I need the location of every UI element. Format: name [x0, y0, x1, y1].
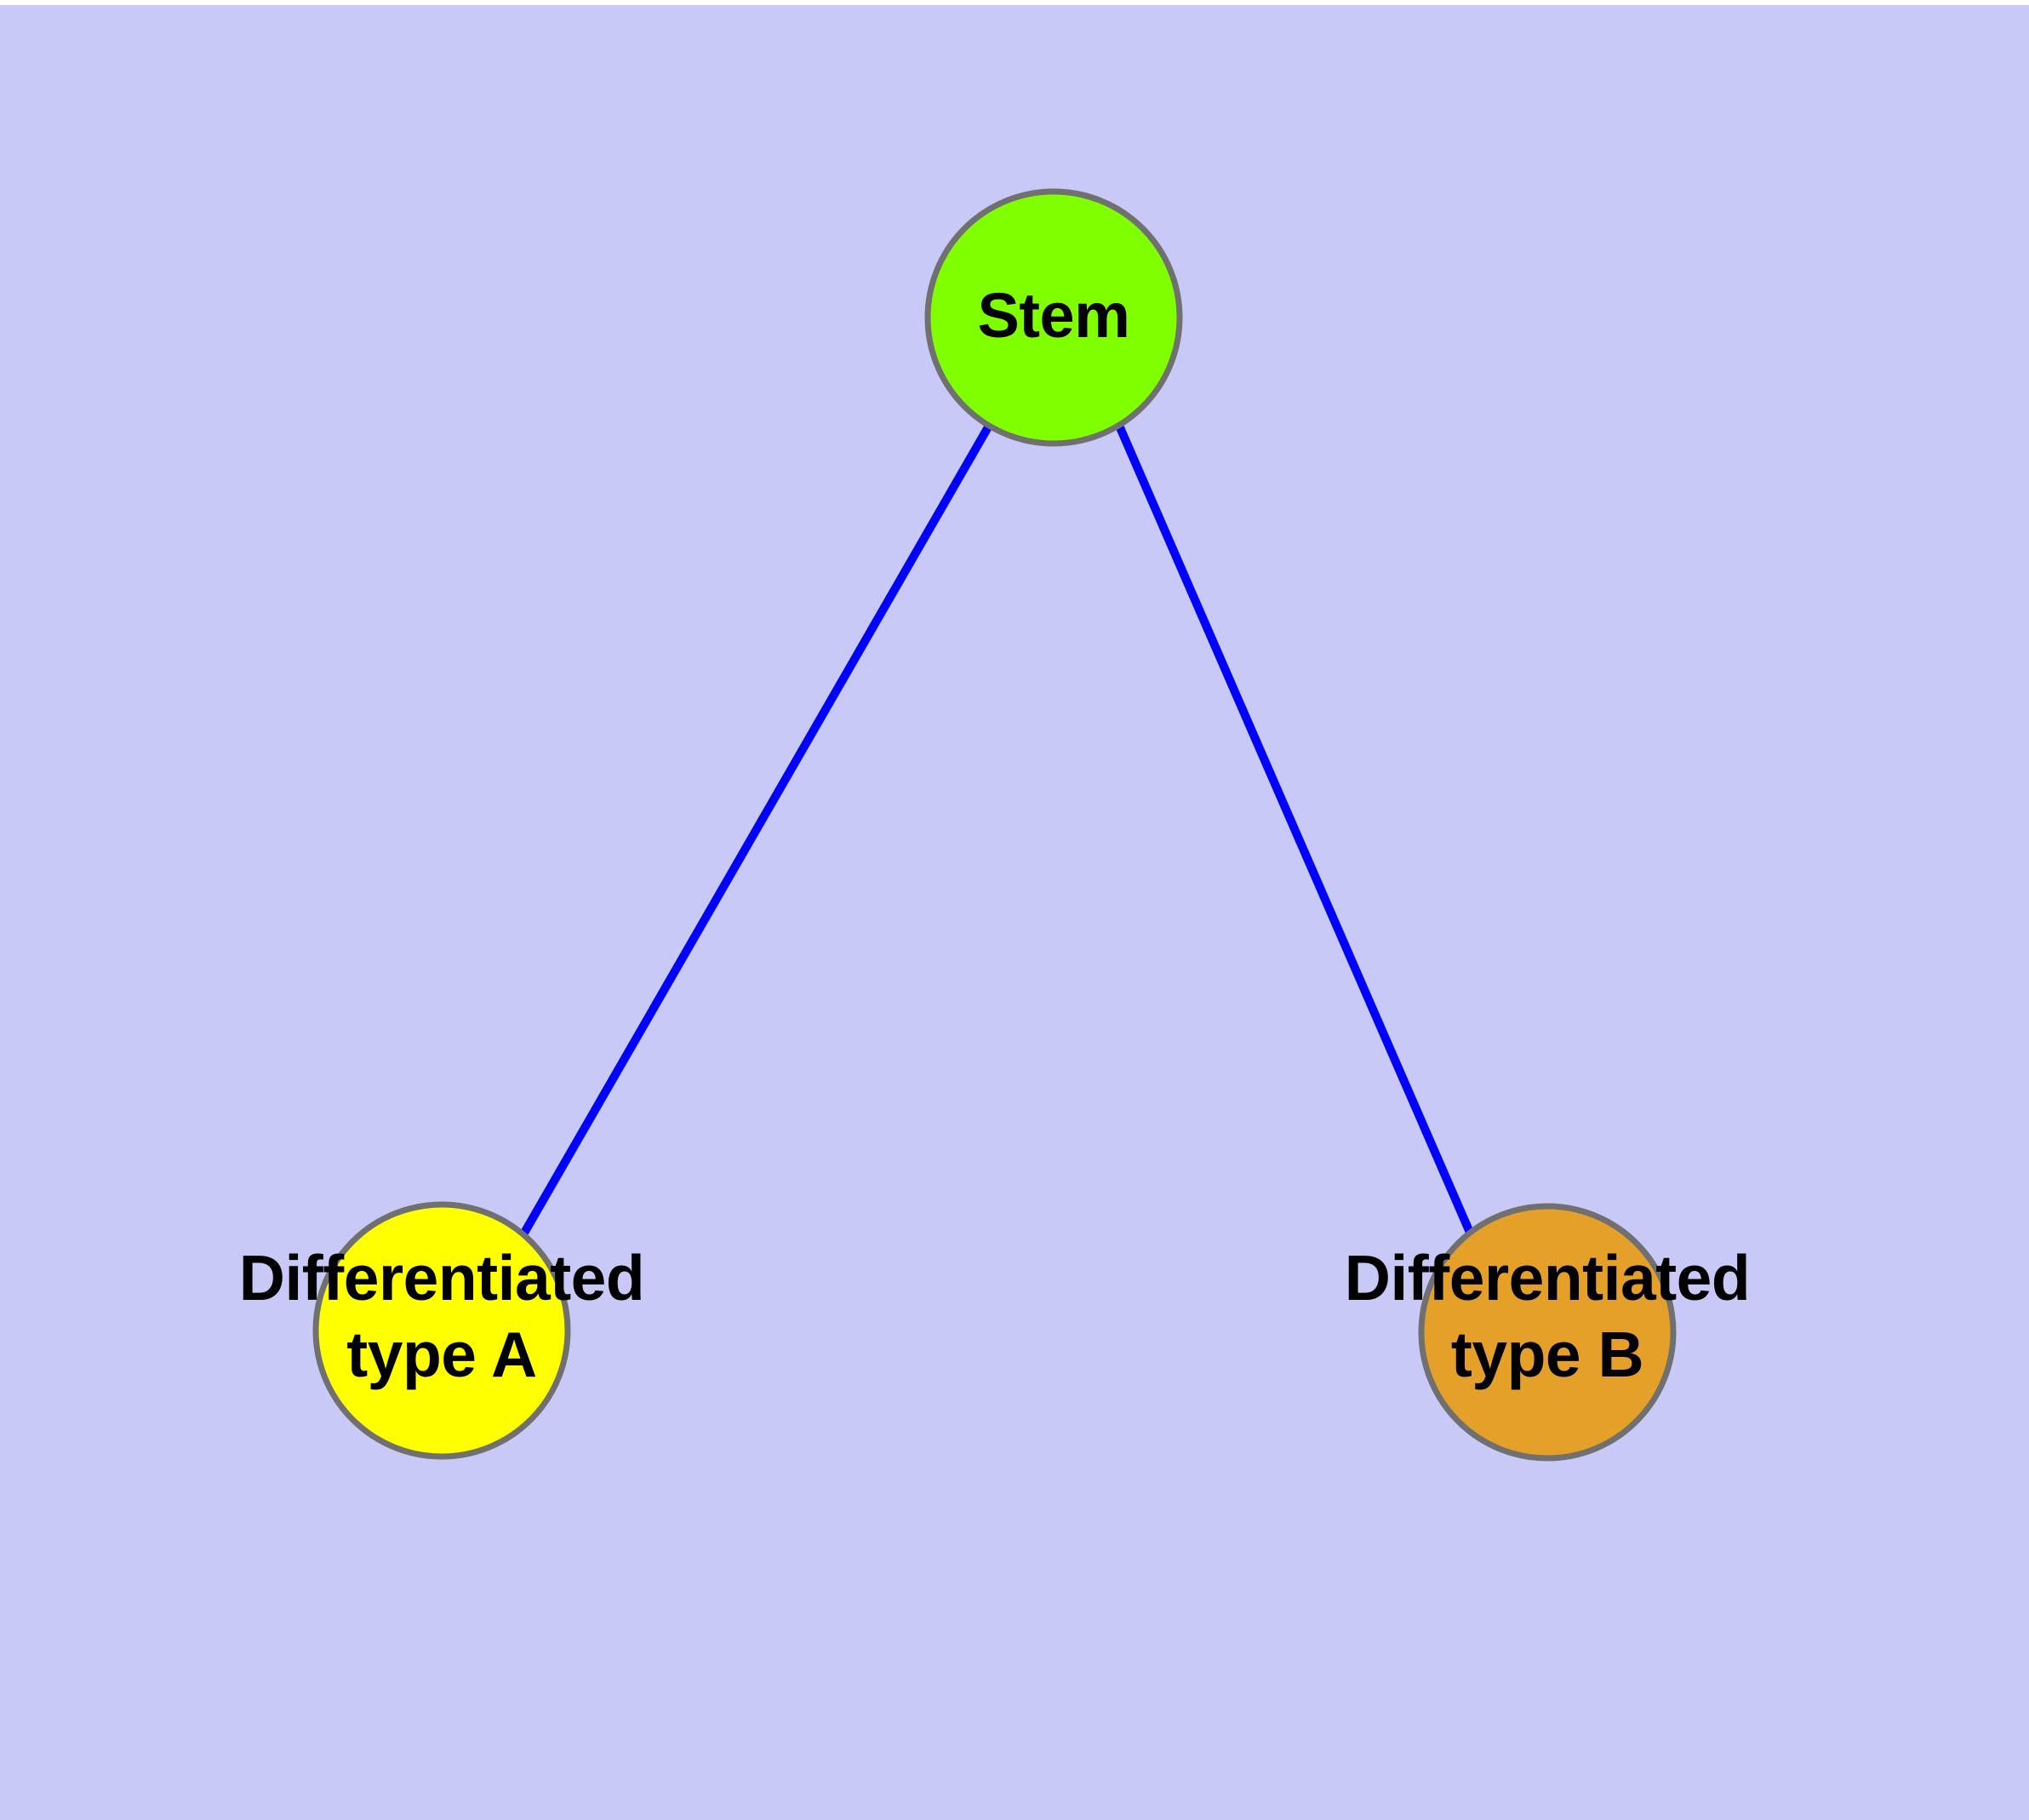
node-label-type-b-line1: Differentiated: [1344, 1242, 1751, 1313]
node-circle-type-a[interactable]: [312, 1201, 571, 1460]
node-label-stem: Stem: [977, 280, 1130, 351]
edge-stem-to-type-b: [1115, 424, 1475, 1236]
node-circle-type-b[interactable]: [1418, 1203, 1677, 1462]
node-label-type-a-line1: Differentiated: [238, 1242, 645, 1313]
node-layer: [312, 188, 1677, 1462]
node-label-type-b-line2: type B: [1450, 1319, 1644, 1390]
edge-stem-to-type-a: [519, 423, 993, 1237]
node-label-type-a-line2: type A: [346, 1319, 537, 1390]
node-circle-stem[interactable]: [924, 188, 1183, 447]
edge-layer: [519, 423, 1475, 1237]
